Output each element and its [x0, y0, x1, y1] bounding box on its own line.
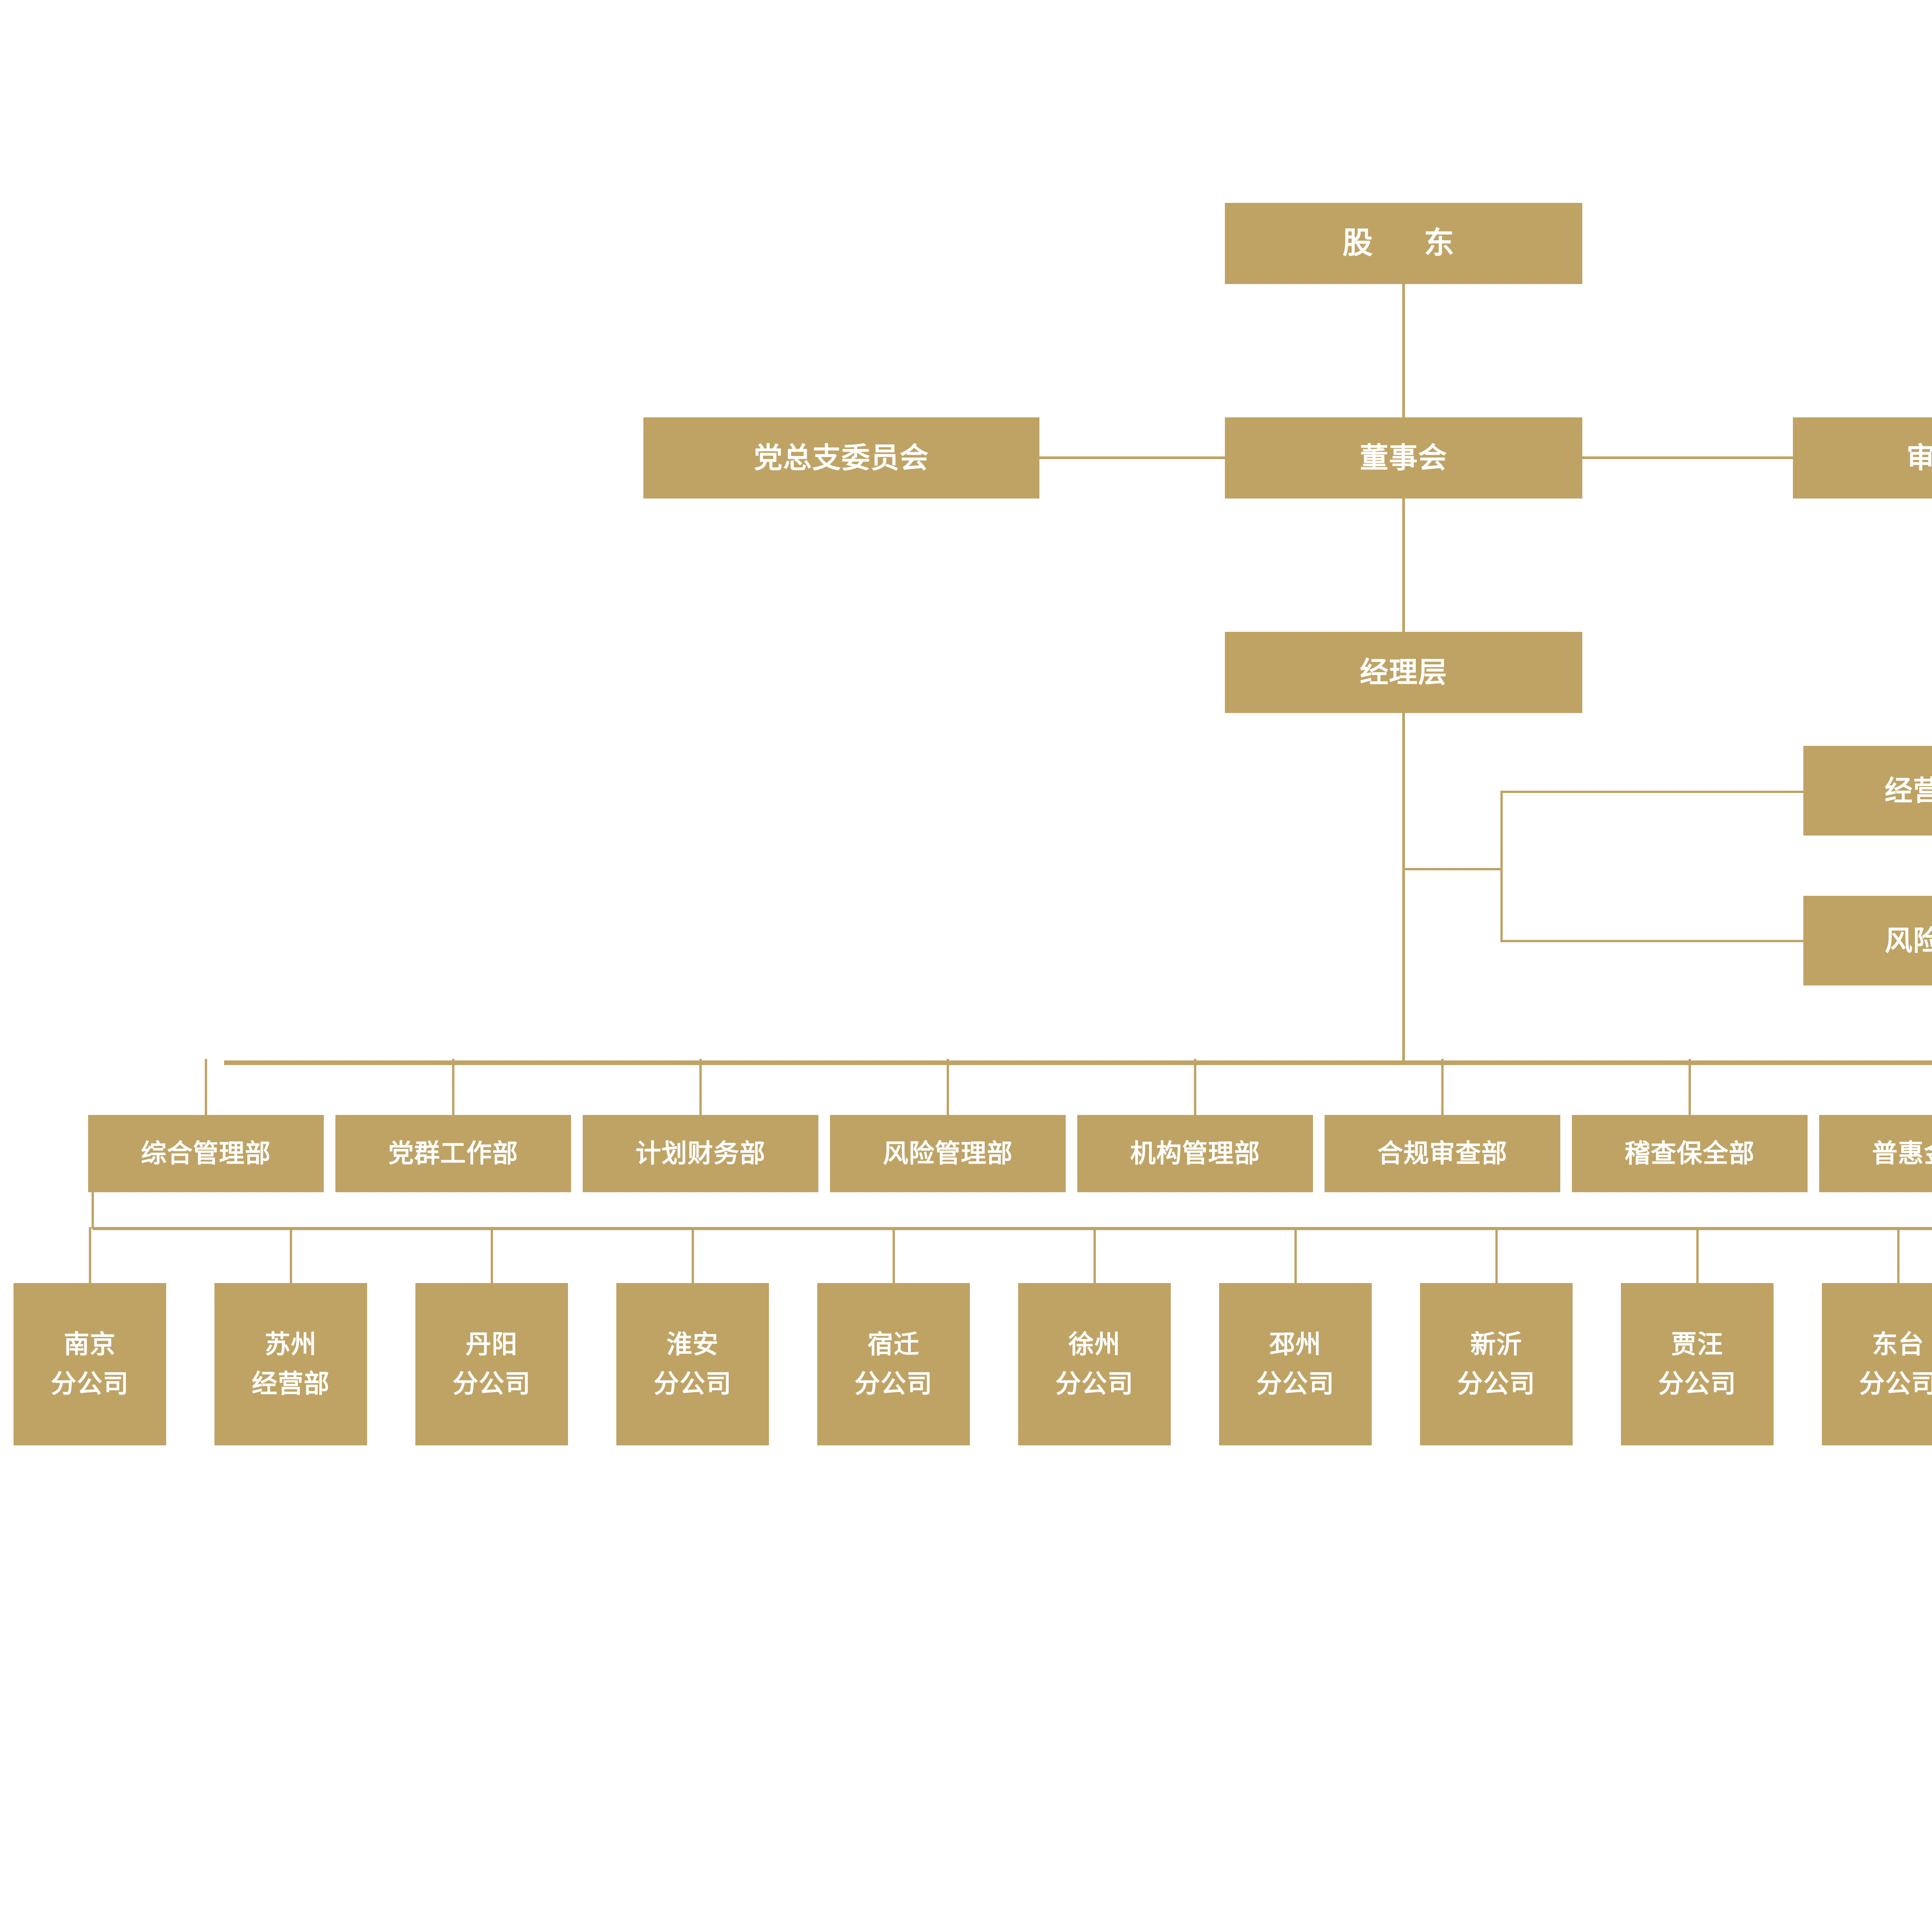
- node-branch-label-line2: 分公司: [1457, 1369, 1536, 1399]
- connector-bracket-to-committee-0: [1500, 791, 1806, 793]
- connector-department-drop: [1194, 1059, 1196, 1115]
- node-branch-label-line2: 分公司: [653, 1369, 732, 1399]
- node-committee-risk-control[interactable]: 风险控制委员会: [1803, 896, 1932, 985]
- connector-branch-drop: [1495, 1227, 1498, 1283]
- connector-management-trunk: [1402, 713, 1405, 1063]
- node-branch-label-line2: 分公司: [1859, 1369, 1932, 1399]
- node-branch[interactable]: 徐州分公司: [1018, 1283, 1171, 1445]
- node-department-label: 风险管理部: [883, 1138, 1013, 1168]
- connector-branch-drop: [1897, 1227, 1900, 1283]
- node-branch-label-line1: 丹阳: [466, 1329, 518, 1359]
- node-department[interactable]: 计划财务部: [583, 1115, 818, 1192]
- node-department-label: 党群工作部: [388, 1138, 519, 1168]
- node-committee-risk-control-label: 风险控制委员会: [1884, 924, 1932, 957]
- node-department-label: 稽查保全部: [1624, 1138, 1755, 1168]
- node-branch-label-line1: 苏州: [265, 1329, 317, 1359]
- node-branch[interactable]: 丹阳分公司: [415, 1283, 568, 1445]
- connector-branch-drop: [490, 1227, 493, 1283]
- node-branch-label-line1: 南京: [64, 1329, 116, 1359]
- node-branch[interactable]: 苏州经营部: [214, 1283, 367, 1445]
- node-department[interactable]: 普惠金融部: [1819, 1115, 1932, 1192]
- node-branch-label-line2: 分公司: [1256, 1369, 1335, 1399]
- connector-department-drop: [1689, 1059, 1691, 1115]
- node-branch-label-line1: 宿迁: [867, 1329, 920, 1359]
- node-party-committee-label: 党总支委员会: [754, 441, 929, 475]
- node-audit-committee[interactable]: 审计委员会: [1793, 417, 1932, 499]
- node-branch-label-line1: 徐州: [1068, 1329, 1121, 1359]
- node-management[interactable]: 经理层: [1225, 632, 1582, 713]
- connector-branch-drop: [1294, 1227, 1297, 1283]
- node-branch[interactable]: 宿迁分公司: [817, 1283, 970, 1445]
- connector-branch-drop: [88, 1227, 91, 1283]
- connector-branch-bus: [93, 1227, 1932, 1230]
- node-department[interactable]: 党群工作部: [335, 1115, 571, 1192]
- node-department[interactable]: 合规审查部: [1325, 1115, 1560, 1192]
- node-committee-business-decision-label: 经营决策委员会: [1884, 774, 1932, 807]
- node-branch-label-line1: 新沂: [1470, 1329, 1522, 1359]
- node-department-label: 计划财务部: [635, 1138, 766, 1168]
- connector-branch-drop: [1093, 1227, 1096, 1283]
- node-branch-label-line2: 分公司: [1055, 1369, 1134, 1399]
- connector-branch-drop: [892, 1227, 895, 1283]
- node-board-of-directors[interactable]: 董事会: [1225, 417, 1582, 499]
- node-branch-label-line2: 经营部: [252, 1369, 330, 1399]
- node-board-of-directors-label: 董事会: [1360, 441, 1447, 475]
- node-department-label: 机构管理部: [1130, 1138, 1260, 1168]
- connector-management-to-committee-bracket: [1402, 868, 1503, 870]
- node-branch-label-line2: 分公司: [51, 1369, 129, 1399]
- node-branch[interactable]: 邳州分公司: [1219, 1283, 1372, 1445]
- node-committee-business-decision[interactable]: 经营决策委员会: [1803, 746, 1932, 836]
- node-branch-label-line1: 邳州: [1269, 1329, 1321, 1359]
- node-shareholders-label: 股 东: [1342, 226, 1465, 261]
- connector-board-to-management: [1402, 499, 1405, 632]
- node-branch-label-line1: 东台: [1872, 1329, 1924, 1359]
- node-department[interactable]: 综合管理部: [88, 1115, 324, 1192]
- connector-bracket-to-committee-1: [1500, 940, 1806, 942]
- node-branch-label-line2: 分公司: [1658, 1369, 1736, 1399]
- connector-department-drop: [947, 1059, 949, 1115]
- node-branch[interactable]: 东台分公司: [1822, 1283, 1932, 1445]
- node-department[interactable]: 机构管理部: [1077, 1115, 1313, 1192]
- node-shareholders[interactable]: 股 东: [1225, 203, 1582, 284]
- node-branch[interactable]: 淮安分公司: [616, 1283, 769, 1445]
- node-branch[interactable]: 南京分公司: [14, 1283, 166, 1445]
- connector-department-drop: [205, 1059, 207, 1115]
- node-branch-label-line1: 贾汪: [1671, 1329, 1723, 1359]
- connector-dept-to-branch-feed: [92, 1192, 94, 1229]
- connector-department-drop: [452, 1059, 454, 1115]
- node-branch-label-line1: 淮安: [667, 1329, 719, 1359]
- node-management-label: 经理层: [1360, 655, 1447, 689]
- node-department-label: 普惠金融部: [1872, 1138, 1932, 1168]
- connector-branch-drop: [1696, 1227, 1699, 1283]
- node-branch[interactable]: 贾汪分公司: [1621, 1283, 1774, 1445]
- node-department[interactable]: 稽查保全部: [1572, 1115, 1808, 1192]
- node-department[interactable]: 风险管理部: [830, 1115, 1066, 1192]
- node-department-label: 合规审查部: [1377, 1138, 1508, 1168]
- connector-department-drop: [1441, 1059, 1444, 1115]
- connector-branch-drop: [289, 1227, 292, 1283]
- node-branch-label-line2: 分公司: [452, 1369, 531, 1399]
- connector-department-drop: [699, 1059, 702, 1115]
- connector-department-bus: [224, 1060, 1932, 1065]
- node-department-label: 综合管理部: [141, 1138, 271, 1168]
- node-audit-committee-label: 审计委员会: [1906, 441, 1932, 475]
- node-branch-label-line2: 分公司: [854, 1369, 933, 1399]
- node-party-committee[interactable]: 党总支委员会: [643, 417, 1039, 499]
- node-branch[interactable]: 新沂分公司: [1420, 1283, 1573, 1445]
- connector-branch-drop: [691, 1227, 694, 1283]
- connector-committee-bracket: [1500, 791, 1503, 942]
- connector-shareholders-to-board: [1402, 284, 1405, 417]
